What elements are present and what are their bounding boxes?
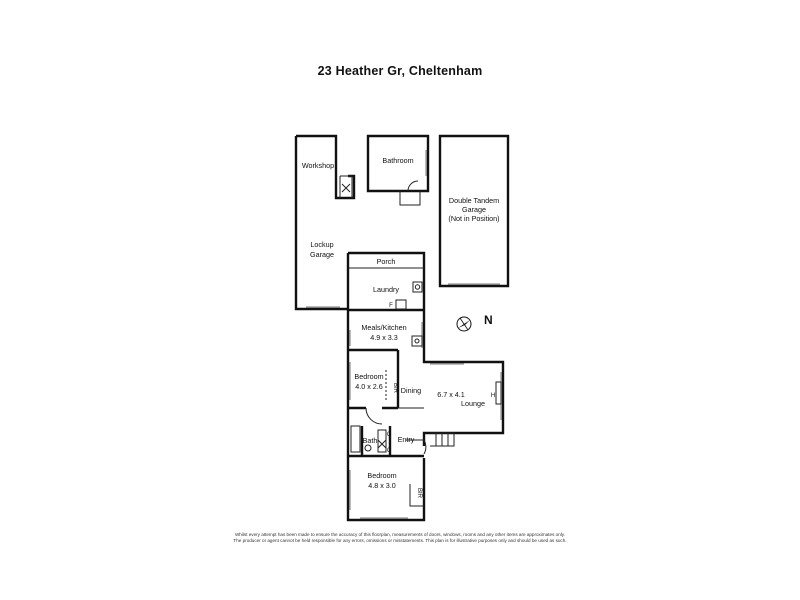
room-label-bathroom: Bathroom <box>382 156 413 165</box>
room-label-lounge: Lounge <box>461 399 485 408</box>
room-label-lockup-garage-2: Garage <box>310 250 334 259</box>
heater-label: H <box>491 393 495 399</box>
room-label-bath: Bath <box>363 436 378 445</box>
room-size-meals-kitchen: 4.9 x 3.3 <box>370 333 398 342</box>
lockup-garage-outline <box>294 134 356 311</box>
room-label-lockup-garage-1: Lockup <box>310 240 333 249</box>
room-label-double-garage-1: Double Tandem <box>449 196 499 205</box>
compass-icon <box>456 316 472 332</box>
room-label-double-garage-3: (Not in Position) <box>448 214 499 223</box>
disclaimer-line-1: Whilst every attempt has been made to en… <box>234 532 566 537</box>
cupboard-label-2: C <box>387 448 392 454</box>
room-label-double-garage-2: Garage <box>462 205 486 214</box>
fridge-label: F <box>389 303 393 309</box>
room-label-porch: Porch <box>377 257 396 266</box>
room-label-meals-kitchen: Meals/Kitchen <box>361 323 406 332</box>
plan-title: 23 Heather Gr, Cheltenham <box>317 64 483 78</box>
cupboard-label-1: C <box>387 432 392 438</box>
room-size-bedroom-1: 4.0 x 2.6 <box>355 382 383 391</box>
bir-label-2: BIR <box>416 488 422 499</box>
compass-north-label: N <box>484 313 493 327</box>
room-label-workshop: Workshop <box>302 161 334 170</box>
room-label-laundry: Laundry <box>373 285 399 294</box>
room-label-entry: Entry <box>398 435 415 444</box>
room-label-dining: Dining <box>401 386 421 395</box>
disclaimer: Whilst every attempt has been made to en… <box>0 532 800 544</box>
house-outline <box>346 251 505 522</box>
room-label-bedroom-1: Bedroom <box>354 372 383 381</box>
disclaimer-line-2: The producer or agent cannot be held res… <box>233 538 567 543</box>
room-label-bedroom-2: Bedroom <box>367 471 396 480</box>
room-size-bedroom-2: 4.8 x 3.0 <box>368 481 396 490</box>
bir-label-1: BIR <box>392 383 398 394</box>
double-garage-outline <box>438 134 510 288</box>
bathroom-outline <box>366 134 430 206</box>
room-size-dining-lounge: 6.7 x 4.1 <box>437 390 465 399</box>
